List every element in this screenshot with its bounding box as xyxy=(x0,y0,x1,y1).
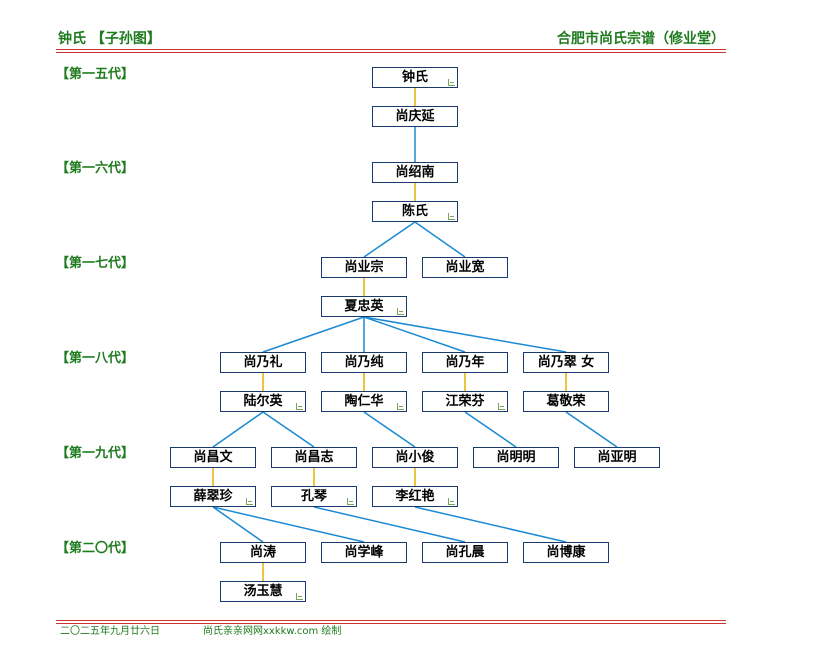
person-name: 尚博康 xyxy=(546,545,586,560)
footer-rule-bottom xyxy=(56,623,726,624)
generation-label-19: 【第一九代】 xyxy=(56,446,135,461)
person-node[interactable]: 尚学峰 xyxy=(321,542,407,563)
person-name: 尚绍南 xyxy=(395,165,435,180)
person-node[interactable]: 夏忠英 xyxy=(321,296,407,317)
spouse-marker-icon xyxy=(448,498,455,505)
person-name: 尚孔晨 xyxy=(445,545,485,560)
person-node[interactable]: 尚绍南 xyxy=(372,162,458,183)
person-name: 江荣芬 xyxy=(445,394,485,409)
person-name: 薛翠珍 xyxy=(193,489,233,504)
descent-line xyxy=(464,411,517,448)
person-node[interactable]: 尚业宽 xyxy=(422,257,508,278)
person-node[interactable]: 尚昌文 xyxy=(170,447,256,468)
descent-line xyxy=(414,221,466,258)
person-name: 尚业宗 xyxy=(344,260,384,275)
person-name: 李红艳 xyxy=(395,489,435,504)
person-node[interactable]: 陈氏 xyxy=(372,201,458,222)
person-name: 葛敬荣 xyxy=(546,394,586,409)
generation-label-16: 【第一六代】 xyxy=(56,161,135,176)
person-node[interactable]: 尚明明 xyxy=(473,447,559,468)
descent-line xyxy=(262,411,315,448)
person-node[interactable]: 薛翠珍 xyxy=(170,486,256,507)
person-name: 尚明明 xyxy=(496,450,536,465)
person-node[interactable]: 尚庆延 xyxy=(372,106,458,127)
person-node[interactable]: 尚乃纯 xyxy=(321,352,407,373)
person-name: 汤玉慧 xyxy=(243,584,283,599)
descent-line xyxy=(212,411,264,448)
person-node[interactable]: 陆尔英 xyxy=(220,391,306,412)
spouse-marker-icon xyxy=(296,403,303,410)
spouse-marker-icon xyxy=(397,308,404,315)
spouse-marker-icon xyxy=(448,79,455,86)
footer-date: 二〇二五年九月廿六日 xyxy=(60,626,160,637)
descent-line xyxy=(212,506,264,543)
person-node[interactable]: 尚乃礼 xyxy=(220,352,306,373)
generation-label-15: 【第一五代】 xyxy=(56,67,135,82)
person-name: 尚庆延 xyxy=(395,109,435,124)
person-name: 夏忠英 xyxy=(344,299,384,314)
descent-line xyxy=(363,316,567,353)
page-title: 钟氏 【子孙图】 xyxy=(58,31,161,47)
person-node[interactable]: 孔琴 xyxy=(271,486,357,507)
person-name: 尚小俊 xyxy=(395,450,435,465)
descent-line xyxy=(414,506,567,543)
person-node[interactable]: 汤玉慧 xyxy=(220,581,306,602)
person-name: 陈氏 xyxy=(401,204,428,219)
person-name: 尚昌志 xyxy=(294,450,334,465)
person-node[interactable]: 尚涛 xyxy=(220,542,306,563)
spouse-marker-icon xyxy=(296,593,303,600)
footer-credit: 尚氏亲亲网网xxkkw.com 绘制 xyxy=(203,626,342,637)
person-node[interactable]: 尚博康 xyxy=(523,542,609,563)
descent-line xyxy=(363,316,466,353)
footer-rule-top xyxy=(56,620,726,621)
spouse-marker-icon xyxy=(397,403,404,410)
person-name: 尚乃礼 xyxy=(243,355,283,370)
person-name: 尚学峰 xyxy=(344,545,384,560)
person-name: 孔琴 xyxy=(300,489,327,504)
spouse-marker-icon xyxy=(347,498,354,505)
person-node[interactable]: 尚乃年 xyxy=(422,352,508,373)
spouse-marker-icon xyxy=(246,498,253,505)
person-name: 尚涛 xyxy=(249,545,276,560)
person-name: 尚乃年 xyxy=(445,355,485,370)
person-name: 尚业宽 xyxy=(445,260,485,275)
person-node[interactable]: 江荣芬 xyxy=(422,391,508,412)
generation-label-17: 【第一七代】 xyxy=(56,256,135,271)
person-name: 尚乃纯 xyxy=(344,355,384,370)
person-node[interactable]: 尚小俊 xyxy=(372,447,458,468)
generation-label-18: 【第一八代】 xyxy=(56,351,135,366)
descent-line xyxy=(565,411,618,448)
header-rule-top xyxy=(56,49,726,50)
person-name: 钟氏 xyxy=(401,70,428,85)
person-node[interactable]: 钟氏 xyxy=(372,67,458,88)
person-name: 尚亚明 xyxy=(597,450,637,465)
person-name: 陆尔英 xyxy=(243,394,283,409)
person-name: 尚昌文 xyxy=(193,450,233,465)
person-node[interactable]: 李红艳 xyxy=(372,486,458,507)
descent-line xyxy=(313,506,466,543)
descent-line xyxy=(262,316,365,353)
person-node[interactable]: 葛敬荣 xyxy=(523,391,609,412)
person-node[interactable]: 尚乃翠 女 xyxy=(523,352,609,373)
person-name: 陶仁华 xyxy=(344,394,384,409)
person-node[interactable]: 尚昌志 xyxy=(271,447,357,468)
generation-label-20: 【第二〇代】 xyxy=(56,541,135,556)
spouse-marker-icon xyxy=(448,213,455,220)
descent-line xyxy=(212,506,365,543)
person-node[interactable]: 尚业宗 xyxy=(321,257,407,278)
person-node[interactable]: 尚孔晨 xyxy=(422,542,508,563)
header-rule-bottom xyxy=(56,52,726,53)
person-name: 尚乃翠 女 xyxy=(537,355,595,370)
person-node[interactable]: 尚亚明 xyxy=(574,447,660,468)
person-node[interactable]: 陶仁华 xyxy=(321,391,407,412)
descent-line xyxy=(363,411,416,448)
genealogy-title: 合肥市尚氏宗谱（修业堂） xyxy=(557,31,725,47)
spouse-marker-icon xyxy=(498,403,505,410)
descent-line xyxy=(363,221,416,258)
